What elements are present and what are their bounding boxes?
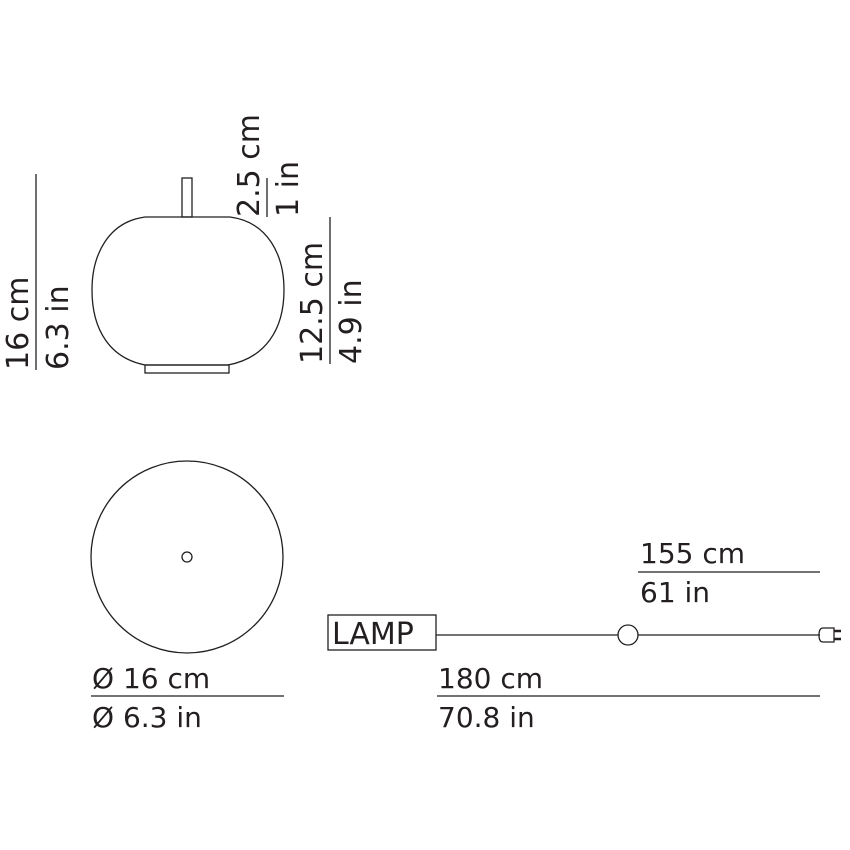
cable-diagram xyxy=(327,571,841,697)
stem-height-in: 1 in xyxy=(271,161,306,217)
total-length-cm: 180 cm xyxy=(438,662,543,695)
top-outline xyxy=(90,460,284,654)
plug-icon xyxy=(818,627,835,643)
top-view xyxy=(90,460,284,697)
center-hole xyxy=(181,551,193,563)
lamp-box xyxy=(327,614,437,651)
shade-outline xyxy=(91,216,285,366)
total-height-cm: 16 cm xyxy=(1,277,36,370)
diameter-in: Ø 6.3 in xyxy=(92,701,202,734)
total-length-in: 70.8 in xyxy=(438,701,535,734)
total-height-in: 6.3 in xyxy=(41,285,76,370)
switch-distance-in: 61 in xyxy=(640,576,710,609)
switch-distance-cm: 155 cm xyxy=(640,537,745,570)
stem xyxy=(181,177,193,218)
lamp-label: LAMP xyxy=(332,617,414,652)
diameter-cm: Ø 16 cm xyxy=(92,662,210,695)
shade-height-cm: 12.5 cm xyxy=(295,242,330,364)
stem-height-cm: 2.5 cm xyxy=(232,114,267,217)
side-view xyxy=(35,174,331,374)
base-plate xyxy=(144,364,230,374)
switch-icon xyxy=(617,624,639,646)
shade-height-in: 4.9 in xyxy=(334,279,369,364)
